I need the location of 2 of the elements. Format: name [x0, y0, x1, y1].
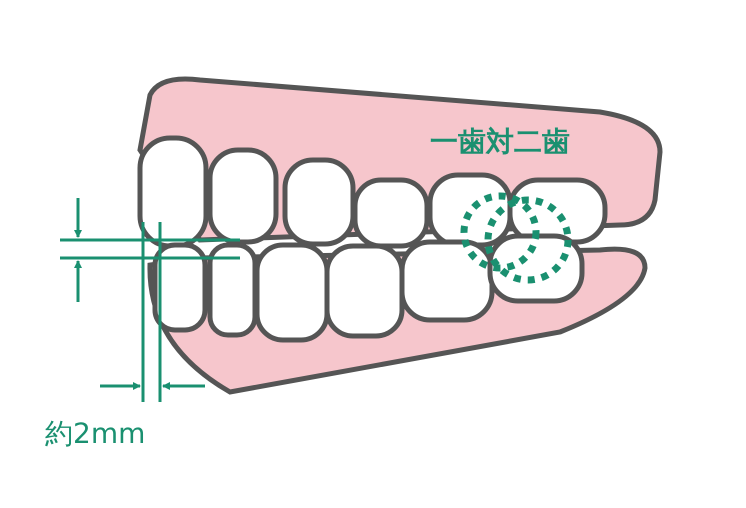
dimension-label: 約2mm [45, 420, 146, 448]
label: 一歯対二歯 [430, 128, 570, 156]
